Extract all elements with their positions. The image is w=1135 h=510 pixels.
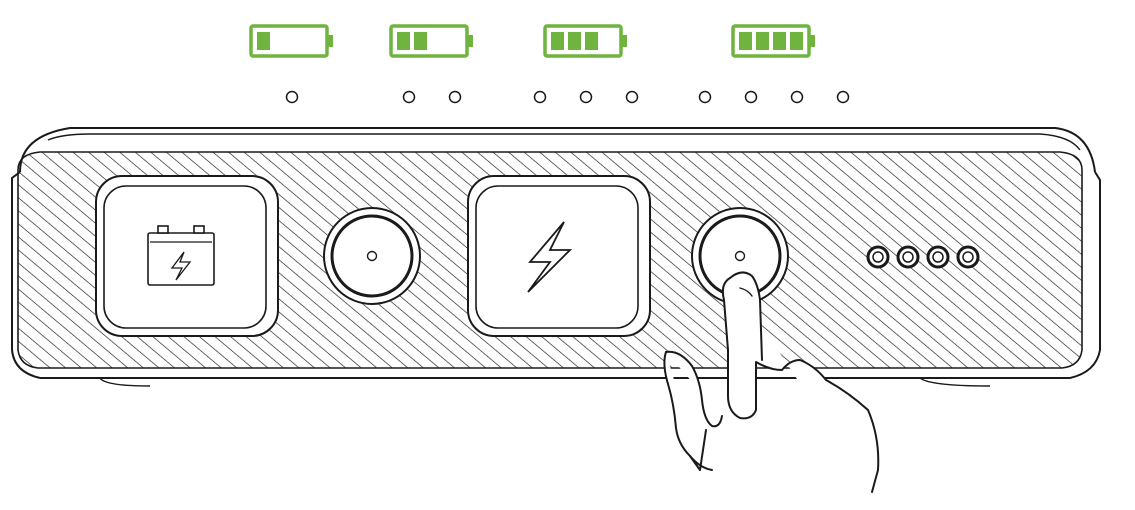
- battery-bar: [739, 32, 752, 50]
- band-outline: [17, 151, 1083, 369]
- led-lens: [962, 251, 974, 263]
- car-battery-button[interactable]: [95, 175, 279, 337]
- battery-terminal: [327, 35, 333, 47]
- indicator-dot: [836, 90, 850, 104]
- device-top-edge: [19, 127, 1096, 173]
- indicator-dot: [625, 90, 639, 104]
- car-battery-bolt-icon: [147, 225, 215, 286]
- battery-bar: [790, 32, 803, 50]
- battery-level-3: [533, 24, 639, 104]
- indicator-dot: [533, 90, 547, 104]
- battery-bar: [585, 32, 598, 50]
- battery-level-4: [698, 24, 850, 104]
- device-bottom-feet: [99, 377, 991, 387]
- device-left-side: [11, 171, 41, 379]
- led-lens: [902, 251, 914, 263]
- led-lens: [932, 251, 944, 263]
- boost-button[interactable]: [467, 175, 651, 337]
- battery-bar: [551, 32, 564, 50]
- indicator-dot: [579, 90, 593, 104]
- battery-bar: [397, 32, 410, 50]
- led-lens: [872, 251, 884, 263]
- battery-level-1: [249, 24, 333, 104]
- battery-bar: [414, 32, 427, 50]
- battery-terminal: [809, 35, 815, 47]
- jump-starter-device: [11, 127, 1101, 387]
- battery-bar: [773, 32, 786, 50]
- device-top-inner: [47, 133, 1081, 151]
- battery-bar: [257, 32, 270, 50]
- indicator-dot: [285, 90, 299, 104]
- indicator-dot: [402, 90, 416, 104]
- indicator-dot: [744, 90, 758, 104]
- round-button-left[interactable]: [323, 207, 421, 305]
- battery-bar: [568, 32, 581, 50]
- battery-level-2: [389, 24, 473, 104]
- battery-terminal: [621, 35, 627, 47]
- indicator-dot: [448, 90, 462, 104]
- battery-level-row: [249, 24, 850, 104]
- indicator-dot: [790, 90, 804, 104]
- indicator-dot: [698, 90, 712, 104]
- device-right-side: [1069, 171, 1101, 379]
- battery-terminal: [467, 35, 473, 47]
- battery-bar: [756, 32, 769, 50]
- led-indicator-row: [866, 245, 980, 269]
- power-button-right[interactable]: [691, 207, 789, 305]
- pointing-hand-icon: [663, 271, 880, 493]
- lightning-bolt-icon: [527, 221, 573, 293]
